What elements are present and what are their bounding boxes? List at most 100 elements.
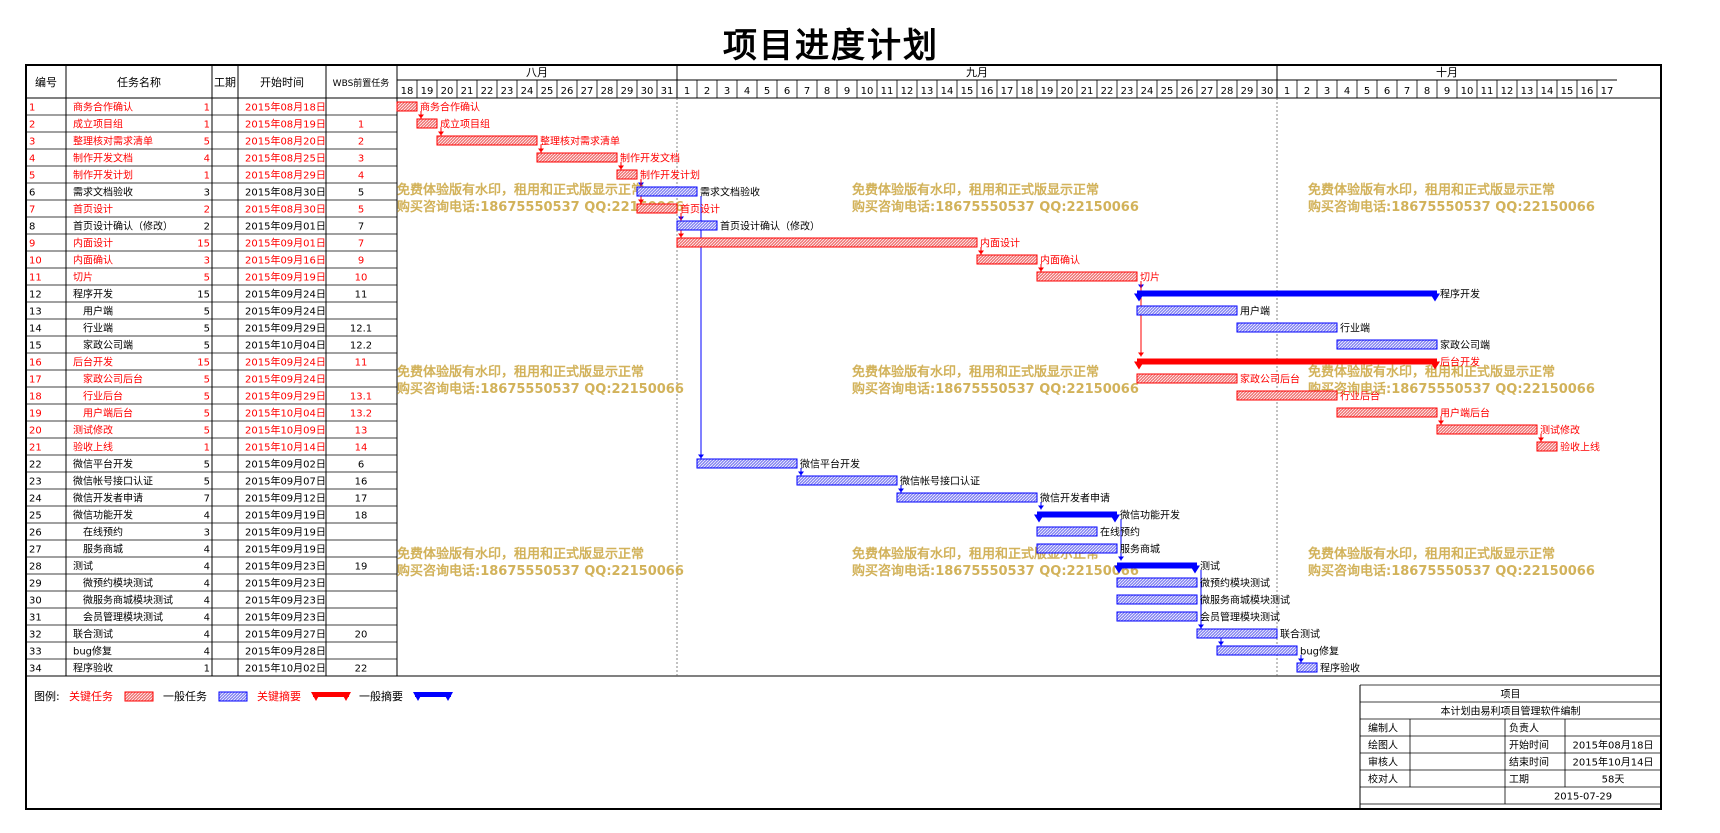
watermark-line: 购买咨询电话:18675550537 QQ:22150066 bbox=[852, 199, 1139, 215]
task-bar bbox=[1136, 373, 1238, 384]
task-id: 30 bbox=[29, 596, 42, 607]
task-start: 2015年10月04日 bbox=[245, 339, 326, 352]
task-start: 2015年09月16日 bbox=[245, 254, 326, 267]
task-duration: 4 bbox=[204, 545, 210, 556]
task-start: 2015年08月29日 bbox=[245, 169, 326, 182]
task-duration: 5 bbox=[204, 375, 210, 386]
bar-label: 内面设计 bbox=[980, 237, 1020, 250]
legend-swatch bbox=[218, 691, 248, 702]
bar-label: 后台开发 bbox=[1440, 356, 1480, 369]
summary-cap bbox=[1034, 514, 1044, 523]
task-predecessor: 18 bbox=[355, 511, 368, 522]
task-predecessor: 5 bbox=[358, 205, 364, 216]
watermark-line: 免费体验版有水印，租用和正式版显示正常 bbox=[397, 182, 644, 198]
task-duration: 4 bbox=[204, 630, 210, 641]
task-id: 4 bbox=[29, 154, 35, 165]
bar-label: 行业端 bbox=[1340, 322, 1370, 335]
day-label: 20 bbox=[1061, 86, 1074, 97]
legend-swatch-cap bbox=[341, 692, 351, 701]
day-label: 6 bbox=[1384, 86, 1390, 97]
task-predecessor: 13.2 bbox=[350, 409, 372, 420]
summary-cap bbox=[1190, 565, 1200, 574]
task-id: 33 bbox=[29, 647, 42, 658]
task-start: 2015年08月20日 bbox=[245, 135, 326, 148]
day-label: 13 bbox=[921, 86, 934, 97]
task-start: 2015年09月29日 bbox=[245, 390, 326, 403]
day-label: 28 bbox=[601, 86, 614, 97]
watermark-line: 免费体验版有水印，租用和正式版显示正常 bbox=[1308, 182, 1555, 198]
task-start: 2015年09月07日 bbox=[245, 475, 326, 488]
dependency-arrow bbox=[638, 199, 644, 204]
task-start: 2015年08月19日 bbox=[245, 118, 326, 131]
bar-label: 测试修改 bbox=[1540, 424, 1580, 437]
task-duration: 4 bbox=[204, 154, 210, 165]
day-label: 19 bbox=[1041, 86, 1054, 97]
day-label: 1 bbox=[1284, 86, 1290, 97]
task-bar bbox=[416, 118, 438, 129]
watermark-line: 免费体验版有水印，租用和正式版显示正常 bbox=[397, 364, 644, 380]
dependency-arrow bbox=[418, 114, 424, 119]
task-start: 2015年09月24日 bbox=[245, 373, 326, 386]
day-label: 16 bbox=[1581, 86, 1594, 97]
summary-bar bbox=[1117, 562, 1197, 569]
info-cell: 2015年10月14日 bbox=[1573, 756, 1654, 769]
watermark-line: 免费体验版有水印，租用和正式版显示正常 bbox=[852, 364, 1099, 380]
task-id: 5 bbox=[29, 171, 35, 182]
task-bar bbox=[436, 135, 538, 146]
info-cell: 2015年08月18日 bbox=[1573, 739, 1654, 752]
task-start: 2015年09月28日 bbox=[245, 645, 326, 658]
task-bar bbox=[896, 492, 1038, 503]
task-predecessor: 14 bbox=[355, 443, 368, 454]
task-name: 切片 bbox=[73, 271, 93, 284]
info-header: 项目 bbox=[1501, 689, 1521, 701]
day-label: 10 bbox=[861, 86, 874, 97]
dependency-arrow bbox=[1198, 624, 1204, 629]
task-duration: 5 bbox=[204, 307, 210, 318]
bar-label: 程序验收 bbox=[1320, 662, 1360, 675]
day-label: 28 bbox=[1221, 86, 1234, 97]
task-bar bbox=[636, 186, 698, 197]
bar-label: 用户端后台 bbox=[1440, 407, 1490, 420]
day-label: 22 bbox=[481, 86, 494, 97]
day-label: 15 bbox=[1561, 86, 1574, 97]
task-duration: 4 bbox=[204, 579, 210, 590]
summary-cap bbox=[1114, 565, 1124, 574]
task-name: 内面确认 bbox=[73, 254, 113, 267]
task-name: 整理核对需求清单 bbox=[73, 135, 153, 148]
task-bar bbox=[676, 237, 978, 248]
day-label: 20 bbox=[441, 86, 454, 97]
task-duration: 3 bbox=[204, 188, 210, 199]
summary-cap bbox=[1430, 361, 1440, 370]
bar-label: 制作开发文档 bbox=[620, 152, 680, 165]
task-bar bbox=[1196, 628, 1278, 639]
task-start: 2015年09月24日 bbox=[245, 288, 326, 301]
watermark-line: 购买咨询电话:18675550537 QQ:22150066 bbox=[397, 563, 684, 579]
info-cell: 工期 bbox=[1509, 774, 1529, 786]
legend-item-label: 一般任务 bbox=[163, 690, 207, 703]
day-label: 18 bbox=[401, 86, 414, 97]
task-bar bbox=[696, 458, 798, 469]
task-bar bbox=[1336, 339, 1438, 350]
task-id: 24 bbox=[29, 494, 42, 505]
day-label: 10 bbox=[1461, 86, 1474, 97]
bar-label: 首页设计 bbox=[680, 203, 720, 216]
bar-label: 行业后台 bbox=[1340, 390, 1380, 403]
task-predecessor: 12.2 bbox=[350, 341, 372, 352]
task-duration: 7 bbox=[204, 494, 210, 505]
bar-label: 联合测试 bbox=[1280, 628, 1320, 641]
watermark-line: 免费体验版有水印，租用和正式版显示正常 bbox=[1308, 364, 1555, 380]
bar-label: 内面确认 bbox=[1040, 254, 1080, 267]
day-label: 16 bbox=[981, 86, 994, 97]
info-cell: 结束时间 bbox=[1509, 756, 1549, 769]
task-predecessor: 11 bbox=[355, 290, 368, 301]
day-label: 4 bbox=[1344, 86, 1350, 97]
task-duration: 5 bbox=[204, 392, 210, 403]
task-predecessor: 13.1 bbox=[350, 392, 372, 403]
summary-bar bbox=[1137, 290, 1437, 297]
task-predecessor: 20 bbox=[355, 630, 368, 641]
task-start: 2015年09月01日 bbox=[245, 220, 326, 233]
task-id: 17 bbox=[29, 375, 42, 386]
task-bar bbox=[396, 101, 418, 112]
